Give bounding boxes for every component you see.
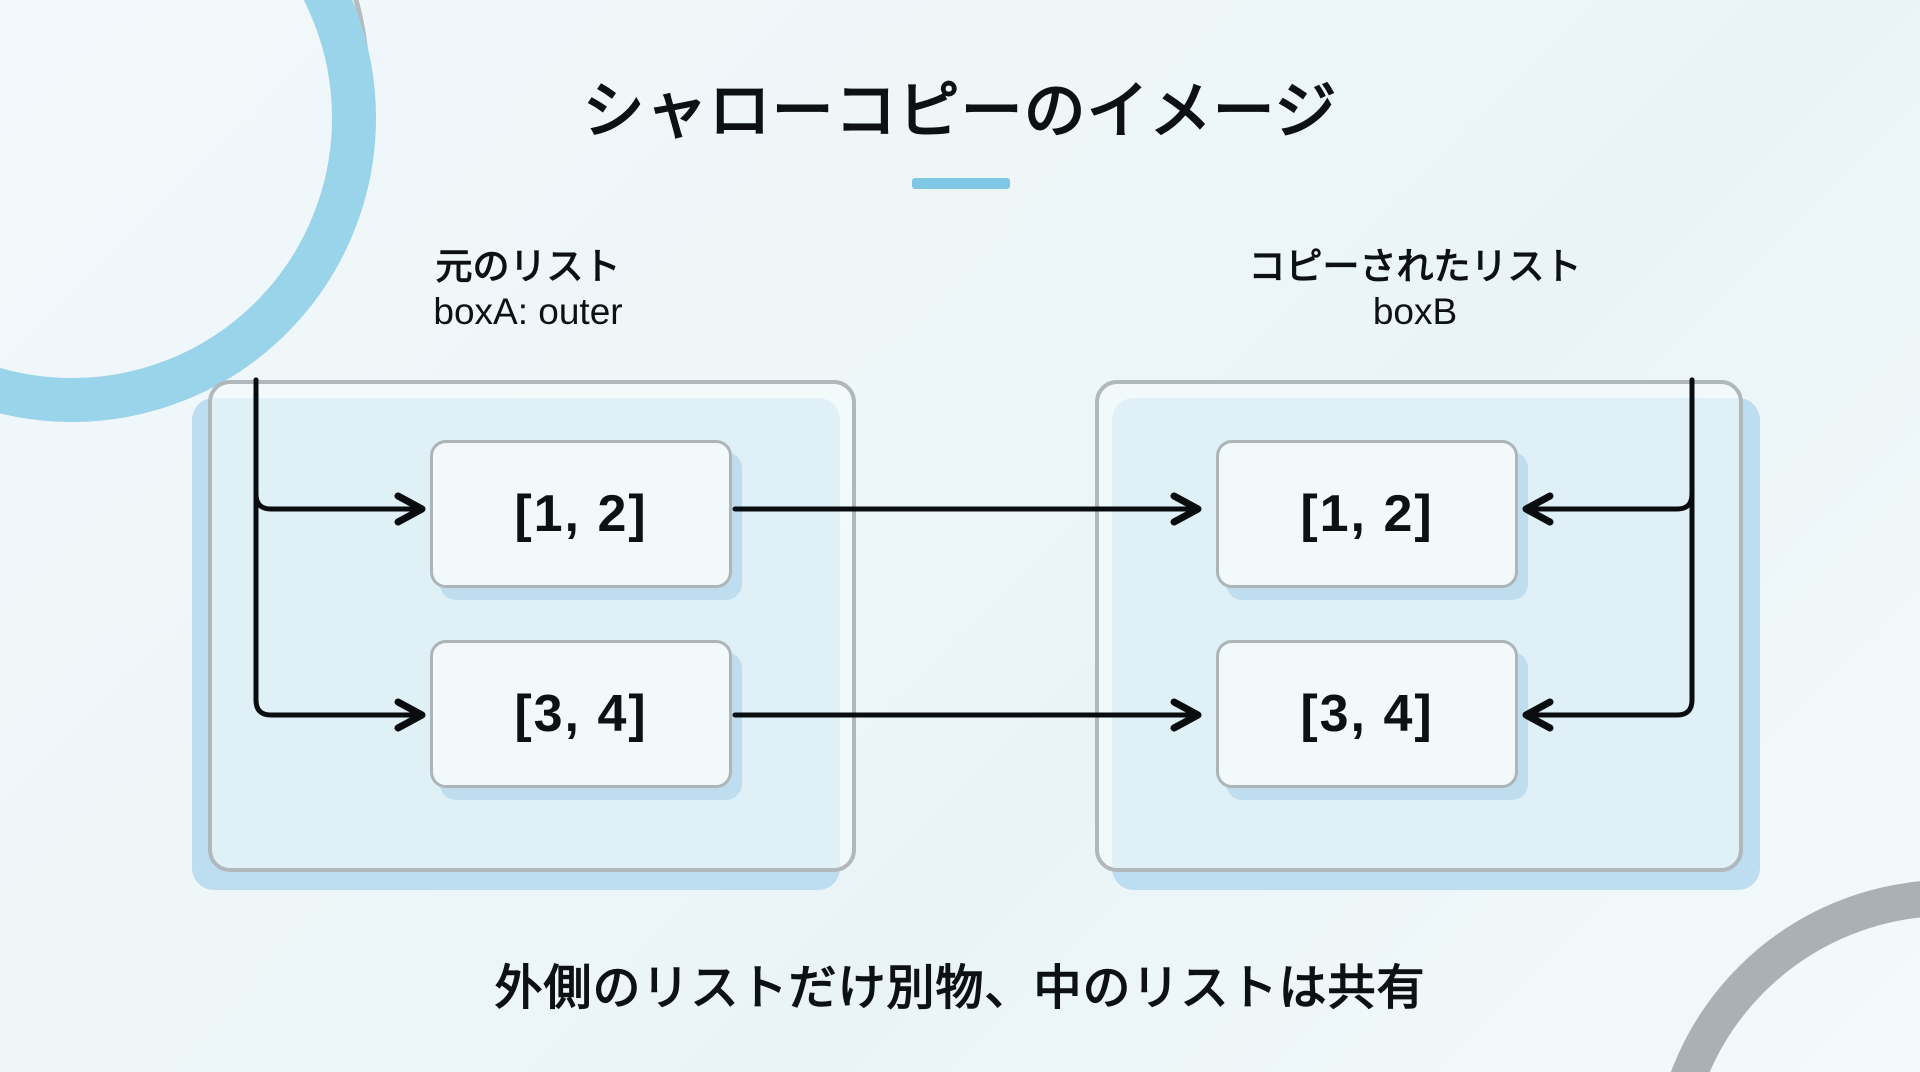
slide-title: シャローコピーのイメージ xyxy=(582,77,1338,146)
inner-card-left-1: [1, 2] xyxy=(430,440,732,588)
inner-card-right-1: [1, 2] xyxy=(1216,440,1518,588)
column-caption-left: 元のリスト boxA: outer xyxy=(208,244,848,334)
title-accent-bar xyxy=(912,178,1010,189)
footer-caption: 外側のリストだけ別物、中のリストは共有 xyxy=(494,962,1426,1015)
column-caption-left-jp: 元のリスト xyxy=(435,246,621,287)
column-caption-right-jp: コピーされたリスト xyxy=(1248,246,1582,287)
column-caption-right-en: boxB xyxy=(1372,291,1458,333)
column-caption-left-en: boxA: outer xyxy=(433,291,623,333)
inner-card-right-2: [3, 4] xyxy=(1216,640,1518,788)
column-caption-right: コピーされたリスト boxB xyxy=(1095,244,1735,334)
inner-card-left-2: [3, 4] xyxy=(430,640,732,788)
